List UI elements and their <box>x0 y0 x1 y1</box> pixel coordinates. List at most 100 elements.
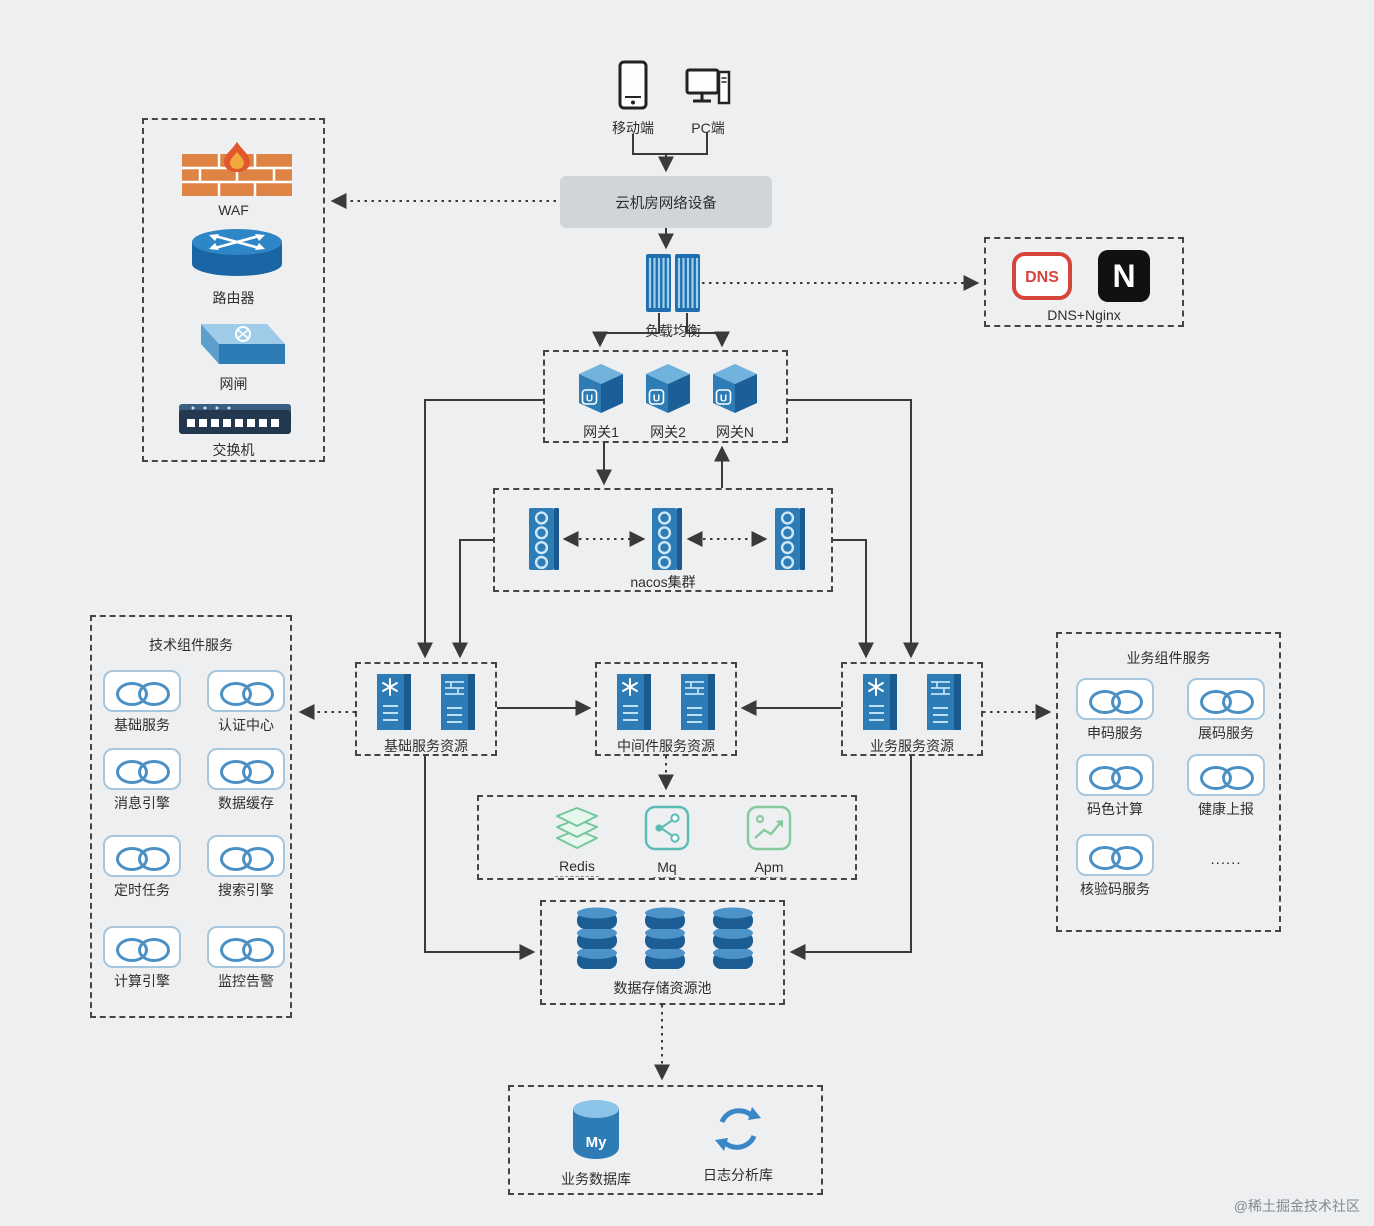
gateway-cube-icon: U <box>713 364 757 413</box>
router-icon <box>192 229 282 276</box>
business-db-node: My 业务数据库 <box>551 1097 641 1189</box>
biz-item: 展码服务 <box>1186 678 1266 743</box>
mobile-client-label: 移动端 <box>612 120 654 136</box>
base-services-box: 基础服务资源 <box>355 662 497 756</box>
load-balancer-node: 负载均衡 <box>633 253 713 341</box>
dns-nginx-label: DNS+Nginx <box>1047 307 1121 323</box>
load-balancer-label: 负载均衡 <box>645 323 701 339</box>
log-db-label: 日志分析库 <box>703 1167 773 1183</box>
nginx-letter: N <box>1112 257 1136 294</box>
db-cylinder-icon <box>713 907 753 969</box>
cloud-service-icon <box>103 835 181 877</box>
switch-icon <box>179 404 291 434</box>
security-zone-box: WAF 路由器 网闸 <box>142 118 325 462</box>
business-services-label: 业务服务资源 <box>870 738 954 754</box>
gateway-cube-letter: U <box>586 394 593 405</box>
redis-icon <box>556 807 598 849</box>
nginx-icon: N <box>1098 250 1150 302</box>
server-icon-asterisk <box>377 674 411 730</box>
biz-item-more: ...... <box>1186 848 1266 868</box>
gateway-cube-icon: U <box>579 364 623 413</box>
tech-item: 计算引擎 <box>102 926 182 991</box>
biz-item-label: 码色计算 <box>1087 801 1143 817</box>
gateway-node-1: U 网关1 <box>568 362 634 442</box>
cloud-room-network-box: 云机房网络设备 <box>560 176 772 228</box>
cloud-room-label: 云机房网络设备 <box>615 195 717 212</box>
apm-label: Apm <box>750 859 788 878</box>
storage-pool-box: 数据存储资源池 <box>540 900 785 1005</box>
cloud-service-icon <box>1076 834 1154 876</box>
watermark: @稀土掘金技术社区 <box>1233 1198 1360 1214</box>
nacos-server-icon <box>529 508 559 570</box>
cloud-service-icon <box>207 748 285 790</box>
business-services-box: 业务服务资源 <box>841 662 983 756</box>
biz-item: 核验码服务 <box>1075 834 1155 899</box>
server-icon-brick <box>441 674 475 730</box>
cloud-service-icon <box>103 926 181 968</box>
cloud-service-icon <box>207 926 285 968</box>
tech-item-label: 搜索引擎 <box>218 882 274 898</box>
network-gate-icon <box>201 324 285 364</box>
nacos-cluster-box: nacos集群 <box>493 488 833 592</box>
biz-item: 申码服务 <box>1075 678 1155 743</box>
server-icon-brick <box>927 674 961 730</box>
tech-components-box: 技术组件服务 基础服务 认证中心 消息引擎 数据缓存 定时任务 搜索引擎 计算引… <box>90 615 292 1018</box>
tech-item: 基础服务 <box>102 670 182 735</box>
cloud-service-icon <box>207 835 285 877</box>
mysql-badge-text: My <box>586 1134 607 1151</box>
waf-label: WAF <box>218 202 249 218</box>
gateway-cube-icon: U <box>646 364 690 413</box>
dns-nginx-box: DNS N DNS+Nginx <box>984 237 1184 327</box>
server-icon-asterisk <box>863 674 897 730</box>
biz-item-label: 核验码服务 <box>1080 881 1150 897</box>
cloud-service-icon <box>1187 754 1265 796</box>
server-icon-asterisk <box>617 674 651 730</box>
tech-components-title: 技术组件服务 <box>149 637 233 653</box>
cloud-service-icon <box>1076 754 1154 796</box>
gateway-label: 网关2 <box>650 424 686 440</box>
business-db-label: 业务数据库 <box>561 1171 631 1187</box>
tech-item-label: 消息引擎 <box>114 795 170 811</box>
gateway-label: 网关N <box>715 424 755 440</box>
biz-components-box: 业务组件服务 申码服务 展码服务 码色计算 健康上报 核验码服务 ...... <box>1056 632 1281 932</box>
gateway-node-n: U 网关N <box>702 362 768 442</box>
cloud-service-icon <box>1076 678 1154 720</box>
middleware-services-label: 中间件服务资源 <box>617 738 715 754</box>
cloud-service-icon <box>207 670 285 712</box>
nacos-server-icon <box>775 508 805 570</box>
db-cylinder-icon <box>577 907 617 969</box>
mq-node: Mq <box>637 805 697 878</box>
storage-pool-label: 数据存储资源池 <box>613 980 712 996</box>
tech-item: 认证中心 <box>206 670 286 735</box>
biz-item-label: 展码服务 <box>1198 725 1254 741</box>
mobile-client-node: 移动端 <box>603 60 663 138</box>
biz-item: 码色计算 <box>1075 754 1155 819</box>
apm-node: Apm <box>739 805 799 878</box>
gateway-cluster-box: U 网关1 U 网关2 U 网关N <box>543 350 788 443</box>
nacos-cluster-label: nacos集群 <box>630 574 696 590</box>
middleware-tools-box: Redis Mq Apm <box>477 795 857 880</box>
network-gate-label: 网闸 <box>219 376 248 392</box>
pc-icon <box>685 68 731 105</box>
mq-icon <box>644 805 690 851</box>
cloud-service-icon <box>103 748 181 790</box>
dns-icon: DNS <box>1012 252 1072 300</box>
log-analysis-icon <box>715 1107 761 1151</box>
biz-item-label: 申码服务 <box>1087 725 1143 741</box>
gateway-label: 网关1 <box>583 424 619 440</box>
redis-label: Redis <box>555 858 599 877</box>
cloud-service-icon <box>1187 678 1265 720</box>
biz-components-title: 业务组件服务 <box>1126 650 1211 666</box>
tech-item-label: 认证中心 <box>218 717 274 733</box>
mobile-phone-icon <box>618 60 648 110</box>
gateway-node-2: U 网关2 <box>635 362 701 442</box>
db-cylinder-icon <box>645 907 685 969</box>
waf-firewall-icon <box>182 142 292 196</box>
tech-item-label: 基础服务 <box>114 717 170 733</box>
base-services-label: 基础服务资源 <box>384 738 468 754</box>
gateway-cube-letter: U <box>653 394 660 405</box>
pc-client-node: PC端 <box>678 68 738 138</box>
tech-item: 定时任务 <box>102 835 182 900</box>
switch-label: 交换机 <box>212 442 255 458</box>
